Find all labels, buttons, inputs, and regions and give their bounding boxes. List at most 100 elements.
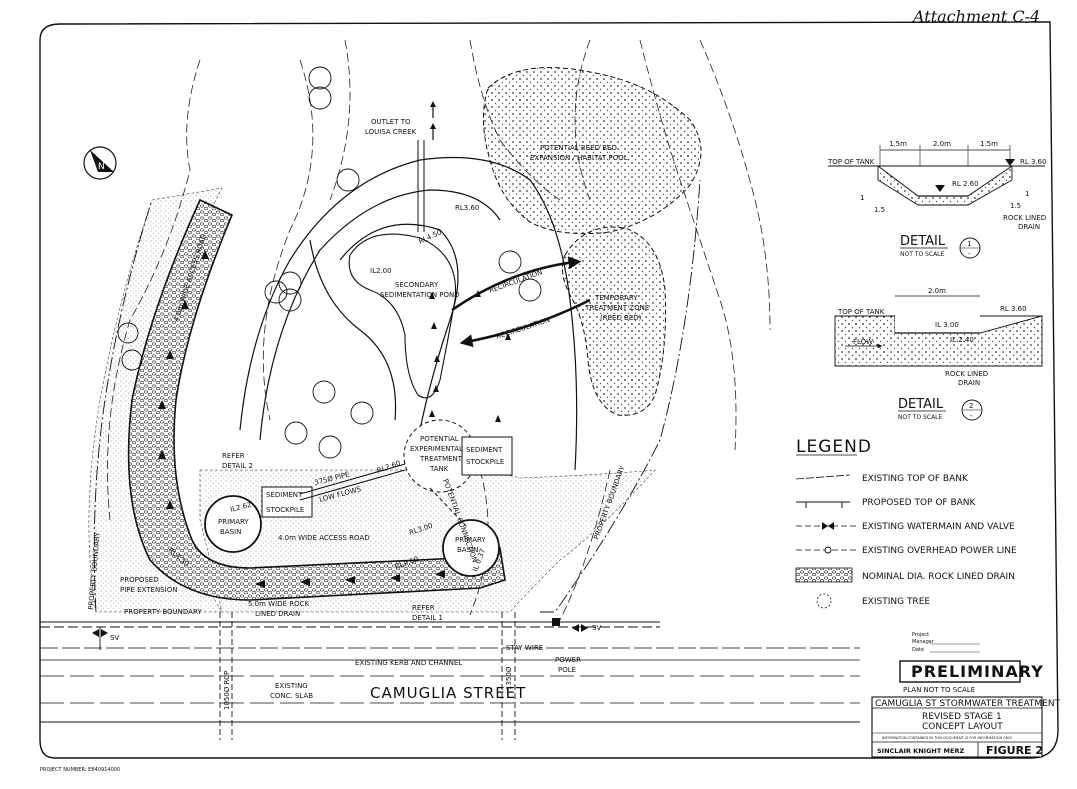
detail-1-rock-2: DRAIN	[1018, 223, 1040, 231]
rl-360-label: RL3.60	[455, 204, 479, 212]
detail-2-scale: NOT TO SCALE	[898, 414, 943, 421]
detail-2: 2.0m TOP OF TANK RL 3.60 IL 3.00 IL 2.40…	[834, 287, 1043, 421]
primary-basin-right-label-1: PRIMARY	[455, 536, 486, 544]
disclaimer: INFORMATION CONTAINED IN THIS DOCUMENT I…	[882, 736, 1013, 740]
sv-right-label: SV	[592, 624, 601, 632]
power-pole-label-2: POLE	[558, 666, 576, 674]
detail-1-slope-left-1: 1	[860, 194, 864, 202]
outlet-label-1: OUTLET TO	[371, 118, 411, 126]
potential-connection-line	[429, 487, 469, 529]
legend-item-watermain: EXISTING WATERMAIN AND VALVE	[796, 522, 1015, 532]
drawing-title-2: CONCEPT LAYOUT	[922, 722, 1003, 732]
refer-detail-2-label-1: REFER	[222, 452, 245, 460]
svg-text:N: N	[98, 162, 105, 172]
pipe-375	[299, 463, 406, 495]
legend-item-power-line: EXISTING OVERHEAD POWER LINE	[796, 546, 1017, 556]
power-pole-label-1: POWER	[555, 656, 581, 664]
sheet-border	[39, 21, 1059, 759]
svg-text:PROPOSED TOP OF BANK: PROPOSED TOP OF BANK	[862, 498, 977, 508]
valve-marker-left	[92, 629, 108, 637]
stay-wire-label: STAY WIRE	[506, 644, 543, 652]
proposed-top-of-bank-lines	[239, 156, 578, 471]
secondary-pond-outline	[348, 233, 457, 399]
temp-zone-label-1: TEMPORARY	[594, 294, 638, 302]
detail-1-rl-bottom: RL 2.60	[952, 180, 979, 188]
kerb-channel-label: EXISTING KERB AND CHANNEL	[355, 659, 462, 667]
attachment-label: Attachment C-4	[911, 7, 1040, 26]
power-pole-marker	[552, 618, 560, 626]
detail-2-rock-1: ROCK LINED	[945, 370, 988, 378]
detail-2-number: 2	[969, 402, 973, 410]
svg-text:EXISTING WATERMAIN AND VALVE: EXISTING WATERMAIN AND VALVE	[862, 522, 1015, 532]
drain-flow-arrows	[158, 250, 445, 588]
legend-item-existing-bank: EXISTING TOP OF BANK	[795, 474, 969, 484]
detail-1-title: DETAIL	[900, 234, 946, 249]
detail-2-rock-2: DRAIN	[958, 379, 980, 387]
primary-basin-right	[442, 519, 500, 577]
detail-1-slope-left-2: 1.5	[874, 206, 885, 214]
conc-slab-label-2: CONC. SLAB	[270, 692, 313, 700]
valve-marker-right	[572, 624, 588, 632]
legend: LEGEND EXISTING TOP OF BANK PROPOSED TOP…	[795, 437, 1017, 609]
rock-drain-label-2: LINED DRAIN	[255, 610, 300, 618]
primary-basin-right-label-2: BASIN	[457, 546, 478, 554]
refer-detail-1-label-2: DETAIL 1	[412, 614, 443, 622]
property-boundary-bottom-label: PROPERTY BOUNDARY	[124, 608, 202, 616]
legend-item-rock-drain: NOMINAL DIA. ROCK LINED DRAIN	[795, 567, 1015, 583]
preliminary-stamp: PRELIMINARY	[911, 662, 1044, 681]
secondary-pond-label-1: SECONDARY	[395, 281, 439, 289]
property-boundary-lines	[93, 179, 701, 613]
detail-2-flow: FLOW	[853, 338, 873, 346]
recirculation-arrows	[451, 256, 591, 348]
svg-text:NOMINAL DIA. ROCK LINED DRAIN: NOMINAL DIA. ROCK LINED DRAIN	[862, 572, 1015, 582]
rcp-left-label: 1050Ø RCP	[223, 671, 231, 710]
stockpile-right-label-2: STOCKPILE	[466, 458, 504, 466]
tank-label-3: TREATMENT	[419, 455, 463, 463]
sv-left-label: SV	[110, 634, 119, 642]
conc-slab-label-1: EXISTING	[275, 682, 308, 690]
reed-bed-label-2: EXPANSION / HABITAT POOL	[530, 154, 628, 162]
outlet-pipe	[417, 140, 425, 232]
figure-number: FIGURE 2	[986, 744, 1043, 757]
tank-label-2: EXPERIMENTAL	[410, 445, 463, 453]
il-200-label: IL2.00	[370, 267, 392, 275]
stockpile-left-label-2: STOCKPILE	[266, 506, 304, 514]
recirculation-label-1: RECIRCULATION	[488, 268, 544, 295]
street-name: CAMUGLIA STREET	[370, 684, 526, 702]
sediment-stockpile-right	[461, 436, 513, 476]
legend-item-proposed-bank: PROPOSED TOP OF BANK	[796, 498, 977, 508]
sediment-stockpile-left	[261, 486, 313, 518]
detail-1-slope-right-1: 1	[1025, 190, 1029, 198]
title-block: Project Manager Date PRELIMINARY PLAN NO…	[871, 632, 1061, 758]
detail-2-top-of-tank: TOP OF TANK	[837, 308, 885, 316]
detail-1: 1.5m 2.0m 1.5m TOP OF TANK RL 3.60 RL 2.…	[827, 140, 1047, 259]
north-arrow: N	[83, 146, 117, 180]
detail-2-title: DETAIL	[898, 397, 944, 412]
rock-drain-label-1: 5.0m WIDE ROCK	[248, 600, 309, 608]
svg-text:EXISTING TREE: EXISTING TREE	[862, 597, 930, 607]
primary-basin-left-label-2: BASIN	[220, 528, 241, 536]
detail-2-rl-top: RL 3.60	[1000, 305, 1027, 313]
detail-1-number: 1	[967, 240, 971, 248]
legend-item-existing-tree: EXISTING TREE	[816, 593, 930, 609]
svg-text:EXISTING OVERHEAD POWER LINE: EXISTING OVERHEAD POWER LINE	[862, 546, 1017, 556]
drawing-title-1: REVISED STAGE 1	[922, 712, 1002, 722]
field-manager: Manager	[912, 639, 935, 645]
secondary-pond-label-2: SEDIMENTATION POND	[380, 291, 460, 299]
temp-zone-label-2: TREATMENT ZONE	[584, 304, 649, 312]
temp-zone-label-3: (REED BED)	[600, 314, 642, 322]
tank-label-4: TANK	[429, 465, 449, 473]
field-date: Date	[912, 647, 924, 653]
project-number: PROJECT NUMBER: EB40914000	[40, 767, 120, 773]
project-title: CAMUGLIA ST STORMWATER TREATMENT	[875, 699, 1061, 709]
detail-2-dim: 2.0m	[928, 287, 946, 295]
detail-2-il-1: IL 3.00	[935, 321, 959, 329]
tank-label-1: POTENTIAL	[420, 435, 459, 443]
detail-1-rock-1: ROCK LINED	[1003, 214, 1046, 222]
detail-1-sub: -	[968, 250, 971, 258]
primary-basin-left	[204, 495, 262, 553]
detail-1-slope-right-2: 1.5	[1010, 202, 1021, 210]
pipe-extension-label-2: PIPE EXTENSION	[120, 586, 177, 594]
pond-flow-arrows	[429, 290, 511, 422]
